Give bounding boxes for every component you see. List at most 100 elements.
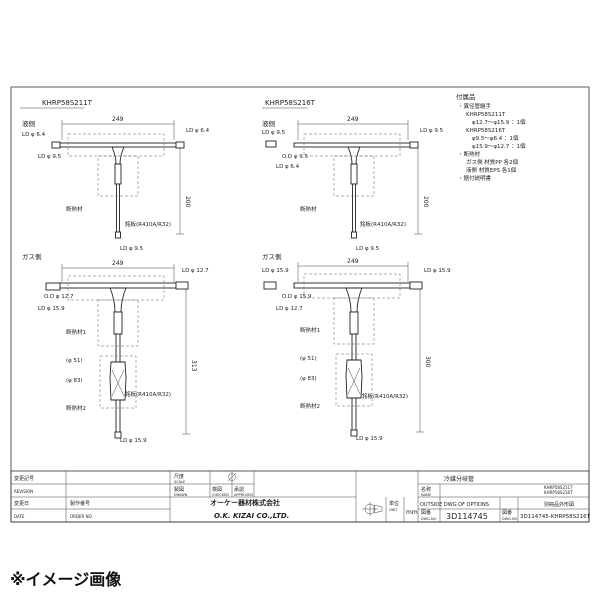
left-liquid-nameplate: 銘板(R410A/R32)	[125, 220, 171, 228]
left-gas-section-label: ガス側	[22, 252, 42, 261]
title-row-label-en: SCALE	[174, 480, 185, 484]
title-block	[10, 470, 590, 523]
title-left-label-en: REVISION	[14, 489, 33, 494]
left-liquid-ld-top-right: LD φ 6.4	[186, 128, 210, 134]
left-liquid-ld-left-mid: LD φ 9.5	[38, 154, 62, 160]
title-row-label: 尺度	[174, 473, 184, 480]
right-gas-insulation1: 断熱材1	[300, 326, 320, 334]
dwg-no-label-en2: DWG.NO	[502, 517, 518, 521]
separate-dwg: 別冊品外形図	[544, 501, 574, 508]
title-row-label-en: DRAWN	[174, 493, 188, 497]
right-gas-ld-bottom: LD φ 15.9	[356, 436, 383, 442]
name-label-en: NAME	[421, 493, 431, 497]
left-gas-d51: (φ 51)	[66, 358, 83, 364]
left-liquid-insulation: 断熱材	[66, 205, 83, 213]
right-liquid-section-label: 液側	[262, 119, 276, 128]
left-gas-width-dim: 249	[112, 260, 124, 267]
left-gas-nameplate: 銘板(R410A/R32)	[125, 390, 171, 398]
left-model-label: KHRP58S211T	[42, 99, 93, 107]
title-left-label: 製作番号	[70, 500, 90, 507]
right-liquid-nameplate: 銘板(R410A/R32)	[360, 220, 406, 228]
notes-line: ・据付説明書	[458, 174, 492, 182]
left-liquid-section-label: 液側	[22, 119, 36, 128]
left-gas-d83: (φ 83)	[66, 378, 83, 384]
notes-line: KHRP58S216T	[466, 128, 506, 134]
image-caption: ※イメージ画像	[10, 570, 122, 589]
right-liquid-od-left: O.D φ 9.5	[282, 154, 308, 160]
right-gas-d51: (φ 51)	[300, 356, 317, 362]
notes-title: 付属品	[456, 92, 476, 101]
notes-line: 液側 材質EPS 各1個	[466, 166, 517, 174]
right-model-header: KHRP58S216T	[262, 99, 316, 109]
right-liquid-pipe	[265, 120, 422, 239]
right-model-label: KHRP58S216T	[265, 99, 316, 107]
notes-line: φ9.5～φ6.4 ：1個	[472, 134, 519, 142]
right-gas-ld-top-left: LD φ 15.9	[262, 268, 289, 274]
notes-line: φ12.7～φ15.9 ：1個	[472, 118, 526, 126]
right-gas-od-left: O.D φ 15.9	[282, 294, 312, 300]
right-liquid-width-dim: 249	[347, 116, 359, 123]
left-liquid-width-dim: 249	[112, 116, 124, 123]
unit-label-en: UNIT	[389, 508, 398, 512]
title-row-label: 製図	[174, 486, 184, 493]
notes-line: ・異径管継手	[458, 102, 492, 110]
company-name-jp: オーケー器材株式会社	[210, 498, 280, 507]
title-row-label-en: CHECKED	[212, 493, 229, 497]
right-gas-insulation2: 断熱材2	[300, 402, 320, 410]
name-label: 名称	[421, 486, 431, 493]
notes-line: ・断熱材	[458, 150, 481, 158]
right-gas-ld-left: LD φ 12.7	[276, 306, 303, 312]
right-gas-width-dim: 249	[347, 258, 359, 265]
dwg-no-label: 図番	[421, 509, 431, 516]
model-list: KHRP58S211T	[544, 485, 573, 490]
right-gas-ld-top-right: LD φ 15.9	[424, 268, 451, 274]
dwg-no-label2: 図番	[502, 509, 512, 516]
company-name-en: O.K. KIZAI CO.,LTD.	[214, 512, 289, 520]
right-liquid-height-dim: 200	[422, 196, 429, 208]
left-gas-pipe	[45, 264, 190, 439]
notes-line: KHRP58S211T	[466, 112, 506, 118]
left-liquid-ld-bottom: LD φ 9.5	[120, 246, 144, 252]
model-list2: KHRP58S216T	[544, 490, 573, 495]
right-gas-section-label: ガス側	[262, 252, 282, 261]
right-liquid-ld-bottom: LD φ 9.5	[356, 246, 380, 252]
unit-value: mm	[406, 509, 418, 516]
title-row-label-en: APPROVED	[234, 493, 253, 497]
title-left-label: 変更記号	[14, 475, 34, 482]
left-gas-insulation1: 断熱材1	[66, 328, 86, 336]
left-liquid-ld-top-left: LD φ 6.4	[22, 132, 46, 138]
left-gas-od-left: O.D φ 12.7	[44, 294, 74, 300]
drawing-number-full: 3D114745-KHRP58S216T	[520, 514, 591, 520]
left-gas-height-dim: 313	[190, 360, 197, 372]
title-left-label-en: DATE	[14, 514, 25, 519]
right-gas-d83: (φ 83)	[300, 376, 317, 382]
notes-line: φ15.9～φ12.7 ：1個	[472, 142, 526, 150]
title-left-label-en: ORDER NO.	[70, 514, 93, 519]
right-gas-height-dim: 300	[424, 356, 431, 368]
drawing-number: 3D114745	[446, 512, 488, 521]
sheet-border	[10, 86, 590, 523]
name-value-en: OUTSIDE DWG OF OPTIONS	[420, 502, 489, 508]
right-liquid-ld-left: LD φ 6.4	[276, 164, 300, 170]
left-gas-ld-bottom: LD φ 15.9	[120, 438, 147, 444]
left-model-header: KHRP58S211T	[20, 99, 93, 109]
part-name-jp: 冷媒分岐管	[444, 475, 474, 483]
left-gas-ld-left: LD φ 15.9	[38, 306, 65, 312]
right-liquid-insulation: 断熱材	[300, 205, 317, 213]
left-gas-insulation2: 断熱材2	[66, 404, 86, 412]
title-row-label: 検図	[212, 486, 222, 493]
left-liquid-pipe	[51, 120, 185, 239]
dwg-no-label-en: DWG.NO	[421, 517, 437, 521]
right-gas-nameplate: 銘板(R410A/R32)	[362, 392, 408, 400]
unit-label: 単位	[389, 500, 399, 507]
title-row-label: 承認	[234, 486, 244, 493]
notes-line: ガス側 材質PP 各2個	[466, 158, 519, 166]
right-liquid-ld-top-right: LD φ 9.5	[420, 128, 444, 134]
title-left-label: 変更日	[14, 500, 29, 507]
accessory-notes: 付属品 ・異径管継手 KHRP58S211T φ12.7～φ15.9 ：1個 K…	[456, 92, 526, 182]
left-gas-ld-top-right: LD φ 12.7	[182, 268, 209, 274]
right-gas-pipe	[263, 262, 424, 437]
left-liquid-height-dim: 200	[184, 196, 191, 208]
right-liquid-ld-top-left: LD φ 9.5	[262, 130, 286, 136]
